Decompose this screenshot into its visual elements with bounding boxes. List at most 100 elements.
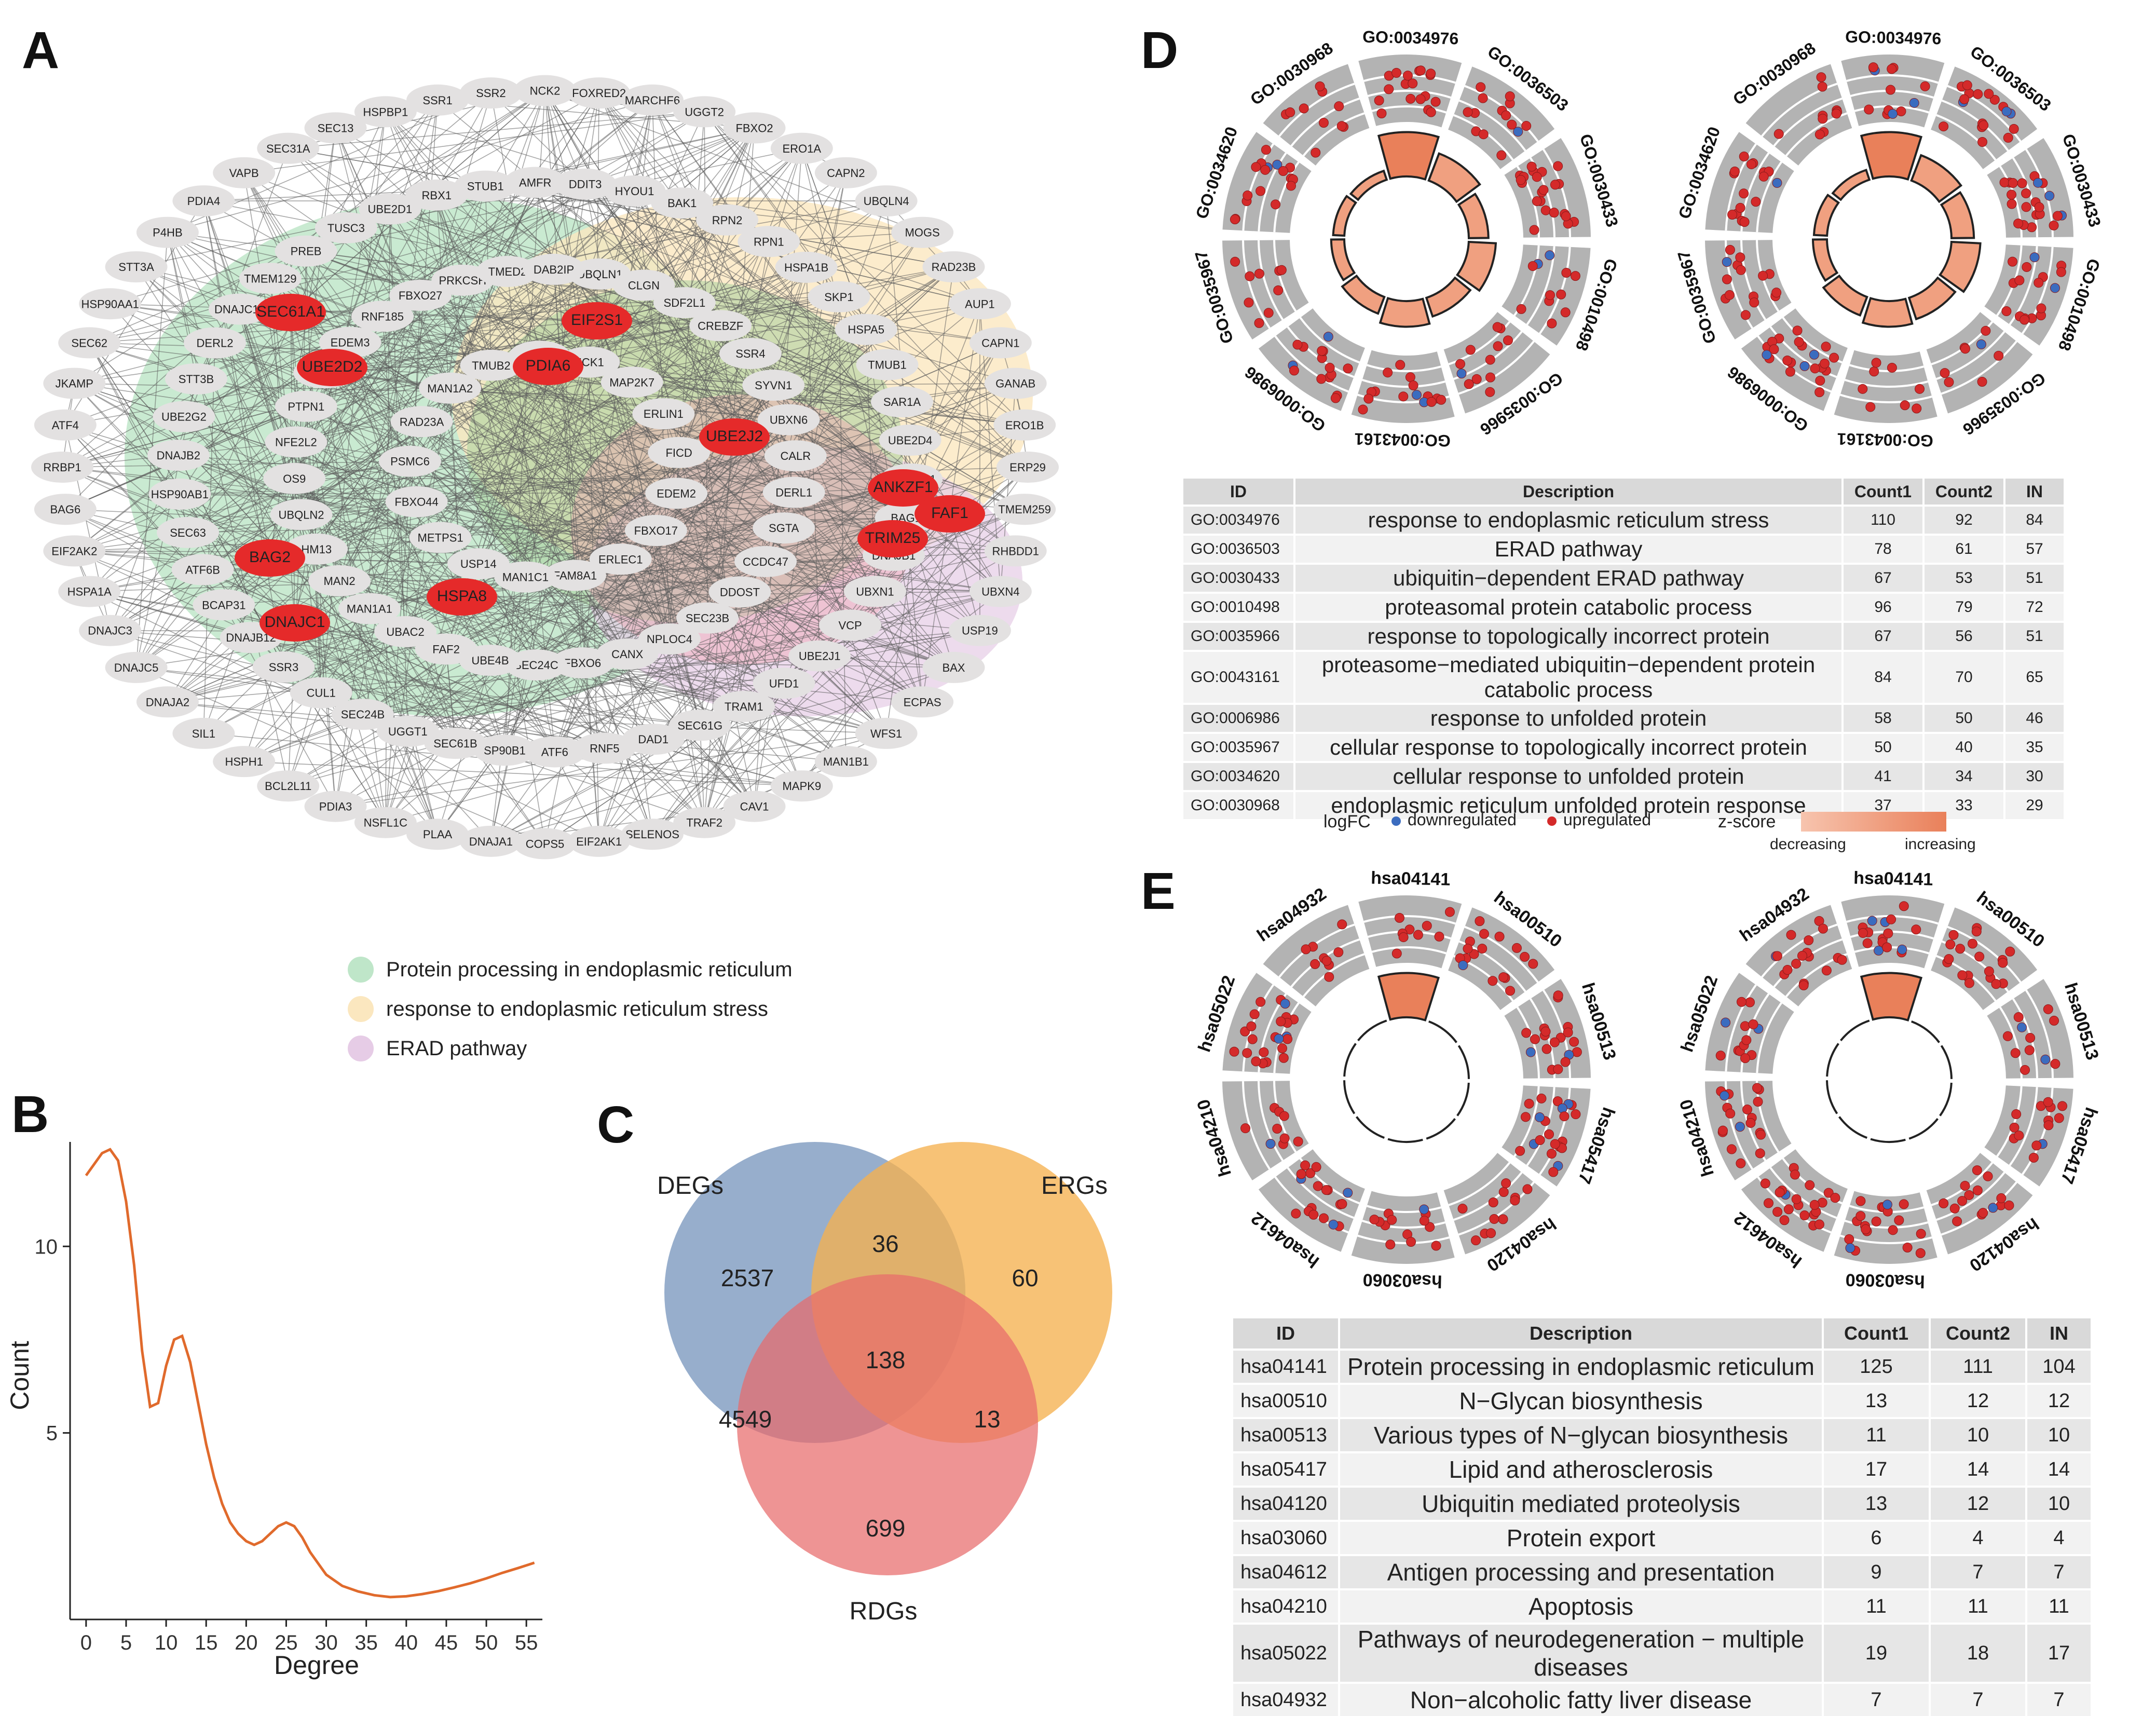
cell-count2: 7	[1930, 1554, 2027, 1589]
node-label: DNAJB2	[157, 449, 200, 462]
node-label: MOGS	[905, 226, 939, 239]
gene-point	[2019, 315, 2030, 325]
node-shape	[239, 263, 302, 294]
network-edge	[585, 127, 755, 185]
gene-point	[1553, 990, 1563, 1001]
node-shape	[699, 418, 770, 456]
legend-swatch-yellow	[348, 996, 374, 1022]
gene-point	[1740, 1053, 1750, 1064]
network-node: HSPA8	[427, 578, 497, 616]
gene-point	[1871, 1216, 1881, 1227]
node-shape	[984, 367, 1047, 399]
sector-gridline	[1849, 364, 1925, 372]
gene-point	[1413, 930, 1423, 940]
node-shape	[819, 609, 882, 641]
network-node: ATF4	[34, 409, 97, 441]
gene-point	[1810, 363, 1820, 374]
gene-point	[1974, 951, 1985, 962]
network-node: UBXN6	[757, 404, 820, 435]
gene-point	[1999, 177, 2010, 187]
network-node: ECPAS	[891, 686, 954, 718]
col-header-count2: Count2	[1930, 1318, 2027, 1350]
gene-point	[1488, 976, 1498, 986]
col-header-in: IN	[2026, 1318, 2093, 1350]
network-node: SSR3	[252, 651, 315, 683]
node-shape	[359, 193, 421, 225]
gene-point	[2003, 132, 2013, 143]
gene-point	[1230, 256, 1240, 267]
network-edge	[362, 714, 886, 734]
gene-point	[1458, 960, 1468, 971]
table-header-row: ID Description Count1 Count2 IN	[1183, 479, 2066, 506]
network-edge	[385, 92, 599, 823]
node-shape	[34, 409, 97, 441]
network-edge	[539, 296, 839, 357]
node-label: SEC63	[170, 526, 206, 539]
cell-count2: 50	[1923, 703, 2005, 733]
gene-point	[1883, 928, 1893, 938]
node-label: BAK1	[667, 197, 697, 210]
node-shape	[719, 338, 782, 370]
sector-track	[1926, 312, 2033, 414]
density-line	[85, 1148, 535, 1599]
node-label: SEC61B	[433, 737, 477, 750]
gene-point	[1858, 384, 1868, 394]
node-label: UBE2J2	[706, 428, 763, 445]
gene-point	[1311, 147, 1321, 158]
term-sector: GO:0034620	[1194, 125, 1358, 237]
gene-point	[1561, 267, 1572, 278]
gene-point	[1521, 1028, 1532, 1038]
term-label: GO:0034976	[1362, 28, 1459, 48]
node-shape	[257, 770, 320, 802]
gene-point	[1256, 186, 1266, 196]
gene-point	[1471, 374, 1482, 384]
gene-point	[2040, 1054, 2051, 1065]
venn-value-degs-ergs: 36	[872, 1230, 898, 1257]
gene-point	[1829, 352, 1839, 363]
gene-point	[1358, 404, 1368, 415]
term-label: GO:0043161	[1837, 430, 1933, 451]
gene-point	[1915, 1248, 1926, 1258]
gene-point	[1715, 1051, 1726, 1061]
gene-point	[1323, 332, 1333, 342]
node-label: SEC31A	[266, 142, 310, 155]
cell-in: 65	[2004, 650, 2066, 704]
network-node: UBE2G2	[153, 401, 215, 432]
node-label: PDIA6	[526, 357, 571, 374]
node-shape	[738, 226, 800, 257]
node-label: PTPN1	[288, 400, 324, 413]
gene-point	[1477, 944, 1488, 954]
network-edge	[136, 667, 545, 845]
gene-point	[1782, 356, 1793, 366]
gene-point	[1735, 1122, 1745, 1132]
x-tick-label: 55	[515, 1631, 538, 1654]
x-tick-label: 30	[315, 1631, 338, 1654]
venn-set-label-ergs: ERGs	[1041, 1172, 1108, 1200]
node-label: SEC13	[318, 121, 354, 134]
gene-point	[1272, 159, 1282, 170]
zscore-bar-empty	[1826, 1080, 1838, 1114]
network-edge	[332, 284, 644, 368]
gene-point	[1742, 1105, 1753, 1115]
network-node: SSR1	[406, 84, 469, 116]
gene-point	[1869, 366, 1879, 377]
network-edge	[283, 666, 700, 726]
gene-point	[2050, 1059, 2061, 1069]
venn-value-rdgs-only: 699	[866, 1515, 906, 1542]
legend-item-protein-processing: Protein processing in endoplasmic reticu…	[348, 950, 793, 989]
node-label: TUSC3	[328, 222, 365, 235]
zscore-bar	[1860, 972, 1923, 1022]
gene-point	[1721, 1017, 1731, 1028]
network-node: MAN1A1	[338, 593, 401, 624]
network-edge	[288, 147, 954, 267]
node-shape	[255, 294, 326, 331]
network-edge	[525, 576, 886, 734]
network-node: OS9	[263, 462, 326, 494]
network-edge	[389, 208, 903, 402]
kegg-table: ID Description Count1 Count2 IN hsa04141…	[1233, 1318, 2093, 1716]
node-label: FBXO6	[564, 657, 601, 670]
